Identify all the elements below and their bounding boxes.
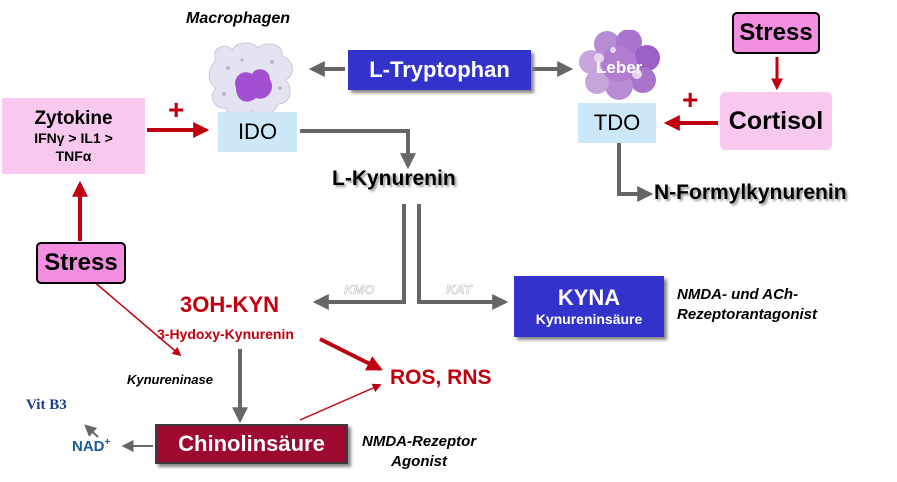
- stress-left-box: Stress: [36, 242, 126, 284]
- chinolin-note: NMDA-Rezeptor Agonist: [362, 432, 476, 471]
- cytokine-title: Zytokine: [34, 107, 113, 129]
- liver-label: Leber: [596, 58, 643, 77]
- kat-label: KAT: [446, 282, 472, 298]
- ido-box: IDO: [218, 112, 297, 152]
- nad-superscript: +: [104, 437, 111, 448]
- ros-label: ROS, RNS: [390, 366, 492, 389]
- stress-top-label: Stress: [739, 19, 813, 46]
- kyna-box: KYNA Kynureninsäure: [514, 276, 664, 337]
- kyna-note: NMDA- und ACh- Rezeptorantagonist: [677, 285, 817, 324]
- tryptophan-box: L-Tryptophan: [348, 50, 531, 90]
- chinolin-note-line1: NMDA-Rezeptor: [362, 433, 477, 450]
- plus-cortisol: +: [682, 84, 699, 115]
- cytokine-line2: IFNγ > IL1 >: [34, 130, 113, 147]
- formylkynurenine-label: N-Formylkynurenin: [654, 181, 847, 204]
- cytokine-box: Zytokine IFNγ > IL1 > TNFα: [2, 98, 145, 174]
- arrow-nad-to-vitb3: [84, 424, 99, 438]
- kynurenine-label: L-Kynurenin: [332, 167, 456, 190]
- liver-icon: [579, 30, 660, 100]
- tryptophan-label: L-Tryptophan: [369, 57, 510, 82]
- arrow-kynurenine-to-kyna: [417, 204, 509, 310]
- vitb3-label: Vit B3: [26, 397, 67, 413]
- cytokine-line3: TNFα: [55, 147, 92, 164]
- tdo-label: TDO: [593, 110, 641, 135]
- tdo-box: TDO: [578, 103, 656, 143]
- kyna-note-line2: Rezeptorantagonist: [677, 305, 818, 323]
- macrophage-label: Macrophagen: [186, 10, 291, 27]
- chinolin-note-line2: Agonist: [391, 452, 447, 470]
- arrow-ido-to-kynurenine: [300, 129, 416, 170]
- kyna-note-line1: NMDA- und ACh-: [677, 286, 799, 303]
- stress-left-label: Stress: [44, 249, 118, 276]
- arrow-stress-to-3ohkyn: [91, 279, 182, 357]
- ido-label: IDO: [237, 119, 278, 144]
- kmo-label: KMO: [344, 282, 375, 298]
- cortisol-box: Cortisol: [720, 92, 832, 150]
- stress-top-box: Stress: [732, 12, 820, 54]
- chinolin-box: Chinolinsäure: [155, 424, 348, 464]
- arrow-chinolin-to-ros: [299, 383, 382, 421]
- arrow-tdo-to-formylkynurenine: [617, 143, 654, 202]
- nad-label: NAD+: [72, 437, 110, 455]
- 3ohkyn-sublabel: 3-Hydoxy-Kynurenin: [157, 326, 294, 342]
- 3ohkyn-label: 3OH-KYN: [180, 292, 280, 317]
- chinolin-label: Chinolinsäure: [178, 431, 325, 456]
- arrow-3ohkyn-to-ros: [319, 337, 383, 371]
- plus-cytokine: +: [168, 94, 185, 125]
- kynureninase-label: Kynureninase: [127, 372, 213, 387]
- kyna-sublabel: Kynureninsäure: [535, 311, 643, 328]
- kyna-label: KYNA: [557, 284, 621, 310]
- macrophage-icon: [208, 42, 293, 117]
- arrow-kynurenine-to-3ohkyn: [312, 204, 406, 310]
- nad-text: NAD: [72, 438, 105, 455]
- cortisol-label: Cortisol: [728, 106, 824, 135]
